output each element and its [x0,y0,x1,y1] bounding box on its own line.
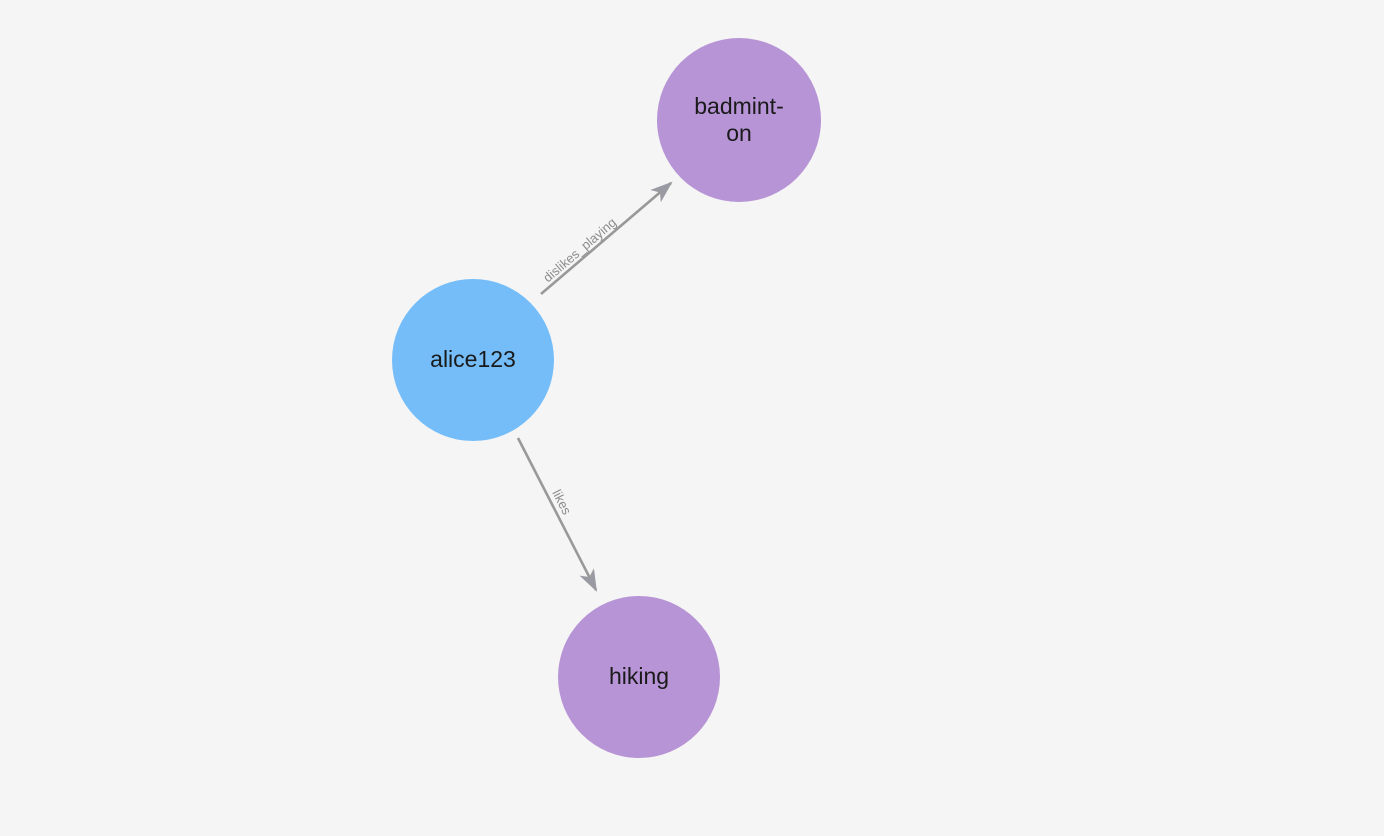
edge-line[interactable] [516,437,598,592]
edge-likes[interactable] [516,437,598,592]
edge-line[interactable] [540,181,673,295]
graph-node-badminton[interactable]: badmint- on [657,38,821,202]
node-label: alice123 [430,346,516,373]
node-label: hiking [608,663,670,690]
graph-node-alice123[interactable]: alice123 [392,279,554,441]
node-label: badmint- on [694,92,784,146]
graph-node-hiking[interactable]: hiking [558,596,720,758]
edge-dislikes-playing[interactable] [540,181,673,295]
